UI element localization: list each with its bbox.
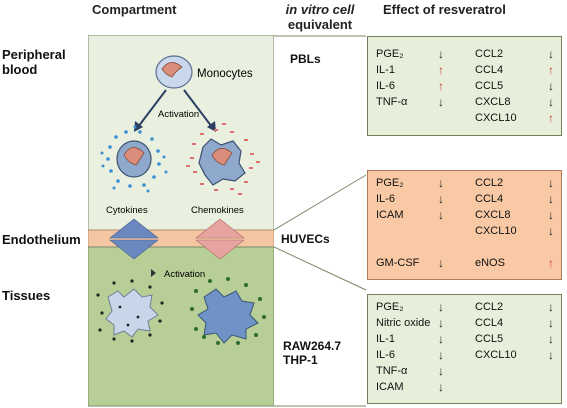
pbls-label: PBLs (290, 52, 321, 66)
chemokine-cell (186, 123, 260, 195)
effect-label: PGE₂ (376, 48, 404, 60)
effect-label: CCL2 (475, 177, 504, 189)
in-vitro-header: in vitro cell equivalent (272, 2, 368, 32)
down-arrow-icon: ↓ (438, 176, 444, 190)
down-arrow-icon: ↓ (548, 316, 554, 330)
up-arrow-icon: ↑ (438, 63, 444, 77)
tissues-label: Tissues (2, 288, 51, 303)
down-arrow-icon: ↓ (548, 95, 554, 109)
activation-arrowhead-right (207, 121, 216, 132)
tissue-macrophage-resting (96, 279, 164, 343)
effect-label: IL-6 (376, 349, 395, 361)
up-arrow-icon: ↑ (548, 111, 554, 125)
cytokine-passage-up (109, 218, 159, 239)
effect-label: CXCL8 (475, 209, 511, 221)
down-arrow-icon: ↓ (548, 79, 554, 93)
down-arrow-icon: ↓ (438, 316, 444, 330)
effect-label: IL-6 (376, 80, 395, 92)
down-arrow-icon: ↓ (438, 95, 444, 109)
effect-label: CCL4 (475, 64, 504, 76)
down-arrow-icon: ↓ (548, 176, 554, 190)
effect-label: TNF-α (376, 96, 408, 108)
effect-label: CCL4 (475, 193, 504, 205)
activation-bottom-label: Activation (164, 269, 205, 280)
effect-label: PGE₂ (376, 301, 404, 313)
effect-label: CCL2 (475, 48, 504, 60)
tissue-macrophage-activated (190, 277, 266, 345)
effect-label: eNOS (475, 257, 505, 269)
down-arrow-icon: ↓ (548, 332, 554, 346)
effect-label: CCL2 (475, 301, 504, 313)
down-arrow-icon: ↓ (548, 47, 554, 61)
up-arrow-icon: ↑ (438, 79, 444, 93)
huvecs-effects-box: PGE₂ ↓ IL-6 ↓ ICAM ↓ CCL2 ↓ CCL4 ↓ CXCL8 ↓ CXCL10 ↓ GM… (367, 170, 562, 280)
effect-label: CXCL10 (475, 349, 517, 361)
effect-label: CCL5 (475, 333, 504, 345)
activation-arrow-left (137, 89, 167, 128)
down-arrow-icon: ↓ (438, 380, 444, 394)
cytokines-label: Cytokines (106, 205, 148, 216)
compartment-diagram: Monocytes Activation Cytokin (88, 35, 274, 407)
down-arrow-icon: ↓ (438, 300, 444, 314)
effect-label: IL-1 (376, 64, 395, 76)
down-arrow-icon: ↓ (438, 332, 444, 346)
peripheral-blood-line1: Peripheral (2, 47, 66, 62)
chemokine-passage-up (195, 218, 245, 239)
down-arrow-icon: ↓ (438, 208, 444, 222)
effect-label: GM-CSF (376, 257, 420, 269)
cytokine-passage-down (109, 239, 159, 260)
in-vitro-header-line1: in vitro cell (285, 2, 355, 17)
raw-label-line1: RAW264.7 (283, 339, 342, 353)
compartment-header: Compartment (92, 2, 177, 17)
effect-label: Nitric oxide (376, 317, 431, 329)
effect-label: PGE₂ (376, 177, 404, 189)
effect-label: CXCL10 (475, 112, 517, 124)
raw-label-line2: THP-1 (283, 353, 318, 367)
effect-label: CXCL8 (475, 96, 511, 108)
raw-thp-label: RAW264.7 THP-1 (283, 339, 341, 367)
down-arrow-icon: ↓ (438, 348, 444, 362)
down-arrow-icon: ↓ (438, 256, 444, 270)
raw-effects-box: PGE₂ ↓ Nitric oxide ↓ IL-1 ↓ IL-6 ↓ TNF-α ↓ ICAM ↓ C… (367, 294, 562, 404)
chemokines-label: Chemokines (191, 205, 244, 216)
effect-label: CXCL10 (475, 225, 517, 237)
monocyte-cell (155, 55, 193, 89)
effect-label: ICAM (376, 381, 404, 393)
effect-label: IL-6 (376, 193, 395, 205)
cytokine-cell (100, 125, 168, 193)
effect-label: ICAM (376, 209, 404, 221)
endothelium-label: Endothelium (2, 232, 81, 247)
effect-label: TNF-α (376, 365, 408, 377)
in-vitro-header-line2: equivalent (287, 17, 353, 32)
down-arrow-icon: ↓ (438, 47, 444, 61)
monocytes-label: Monocytes (197, 68, 253, 80)
down-arrow-icon: ↓ (548, 224, 554, 238)
down-arrow-icon: ↓ (548, 192, 554, 206)
activation-bottom-arrow (151, 269, 156, 277)
down-arrow-icon: ↓ (438, 364, 444, 378)
down-arrow-icon: ↓ (438, 192, 444, 206)
peripheral-blood-label: Peripheral blood (2, 47, 66, 77)
down-arrow-icon: ↓ (548, 300, 554, 314)
up-arrow-icon: ↑ (548, 256, 554, 270)
effect-label: CCL5 (475, 80, 504, 92)
down-arrow-icon: ↓ (548, 348, 554, 362)
peripheral-blood-line2: blood (2, 62, 38, 77)
activation-arrowhead-left (134, 121, 143, 132)
down-arrow-icon: ↓ (548, 208, 554, 222)
connector-lines (274, 35, 367, 407)
effect-label: IL-1 (376, 333, 395, 345)
chemokine-passage-down (195, 239, 245, 260)
activation-top-label: Activation (158, 109, 199, 120)
huvecs-label: HUVECs (281, 232, 330, 246)
effect-header: Effect of resveratrol (383, 2, 506, 17)
pbls-effects-box: PGE₂ ↓ IL-1 ↑ IL-6 ↑ TNF-α ↓ CCL2 ↓ CCL4 ↑ CCL5 ↓ CXCL… (367, 36, 562, 136)
effect-label: CCL4 (475, 317, 504, 329)
up-arrow-icon: ↑ (548, 63, 554, 77)
activation-arrow-right (183, 89, 213, 128)
